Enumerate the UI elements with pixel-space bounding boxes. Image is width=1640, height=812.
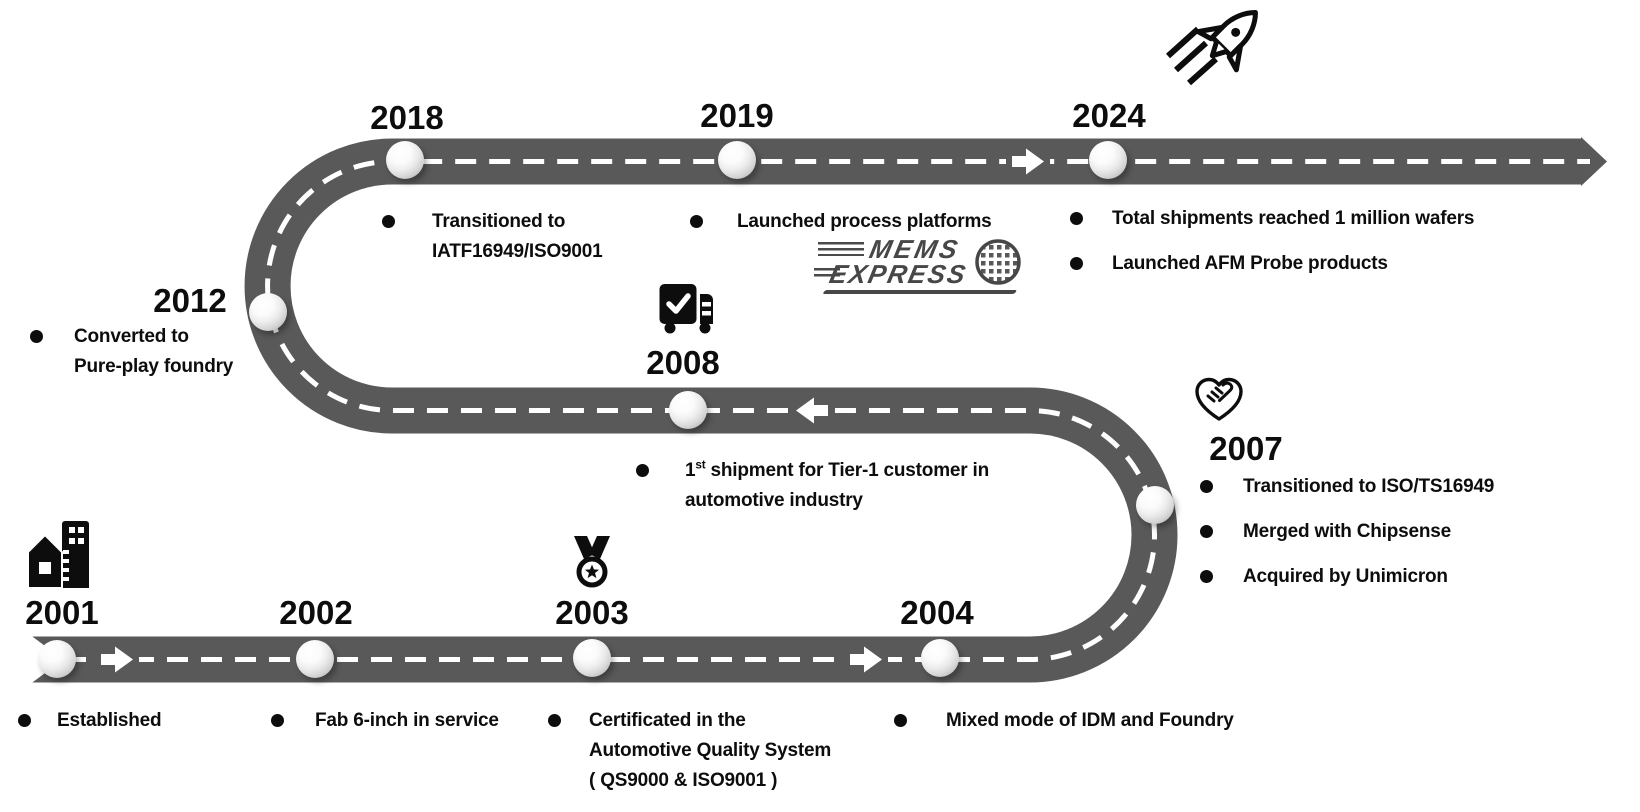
milestone-marker-2003 [573,639,611,677]
bullet-dot [690,215,703,228]
year-label-2008: 2008 [646,344,720,381]
bullet-dot [636,464,649,477]
year-label-2019: 2019 [700,97,774,134]
delivery-truck-icon [659,284,713,334]
milestone-text-2007-1: Transitioned to ISO/TS16949 [1243,476,1495,497]
milestone-marker-2007 [1136,486,1174,524]
milestone-text-2003: Certificated in the Automotive Quality S… [589,706,831,796]
milestone-text-2007-2: Merged with Chipsense [1243,521,1452,542]
bullet-dot [271,714,284,727]
bullet-dot [1070,257,1083,270]
wafer-icon [975,239,1021,285]
bullet-dot [1200,480,1213,493]
right-arrow-icon [101,646,133,673]
year-label-2007: 2007 [1209,430,1283,467]
milestone-line: Converted to [74,326,189,347]
speed-lines-icon [818,242,864,256]
milestone-text-2012: Converted to Pure-play foundry [74,322,233,382]
milestone-text-2001: Established [57,710,162,731]
milestone-line: automotive industry [685,490,863,511]
mems-express-logo: MEMS EXPRESS [814,234,1028,298]
road-end-arrowhead [1581,137,1607,186]
milestone-marker-2012 [249,293,287,331]
bullet-dot [1200,570,1213,583]
milestone-text-2024-1: Total shipments reached 1 million wafers [1112,208,1475,229]
milestone-line: ( QS9000 & ISO9001 ) [589,770,778,791]
milestone-text-2024-2: Launched AFM Probe products [1112,253,1388,274]
milestone-marker-2008 [669,391,707,429]
milestone-line: Transitioned to [432,211,566,232]
road-center-dashes [31,159,1590,662]
milestone-text-2019: Launched process platforms [737,211,992,232]
milestone-text-2008: 1st shipment for Tier-1 customer in auto… [685,456,989,516]
milestone-marker-2019 [718,141,756,179]
milestone-text-2007-3: Acquired by Unimicron [1243,566,1448,587]
milestone-line: Certificated in the [589,710,746,731]
year-label-2024: 2024 [1072,97,1146,134]
logo-text-express: EXPRESS [826,259,971,289]
logo-underline [822,290,1018,294]
year-label-2012: 2012 [153,282,227,319]
bullet-dot [30,330,43,343]
bullet-dot [548,714,561,727]
milestone-marker-2002 [296,640,334,678]
left-arrow-icon [796,397,828,424]
milestone-marker-2004 [921,639,959,677]
rocket-icon [1165,10,1258,86]
bullet-dot [894,714,907,727]
milestone-line: Automotive Quality System [589,740,832,761]
milestone-marker-2001 [38,640,76,678]
right-arrow-icon [1012,148,1044,175]
medal-icon [574,536,610,588]
milestone-text-2018: Transitioned to IATF16949/ISO9001 [432,207,603,267]
year-label-2001: 2001 [25,594,99,631]
bullet-dot [1200,525,1213,538]
milestone-marker-2024 [1089,141,1127,179]
milestone-text-2004: Mixed mode of IDM and Foundry [946,710,1234,731]
milestone-marker-2018 [386,141,424,179]
bullet-dot [1070,212,1083,225]
building-icon [27,521,89,588]
bullet-dot [382,215,395,228]
milestone-text-2002: Fab 6-inch in service [315,710,499,731]
year-label-2003: 2003 [555,594,629,631]
milestone-line: IATF16949/ISO9001 [432,241,603,262]
speed-lines-icon [814,268,840,277]
bullet-dot [18,714,31,727]
handshake-heart-icon [1195,377,1243,421]
right-arrow-icon [850,646,882,673]
year-label-2004: 2004 [900,594,974,631]
year-label-2002: 2002 [279,594,353,631]
milestone-line: 1st shipment for Tier-1 customer in [685,458,990,481]
year-label-2018: 2018 [370,99,444,136]
milestone-line: Pure-play foundry [74,356,234,377]
